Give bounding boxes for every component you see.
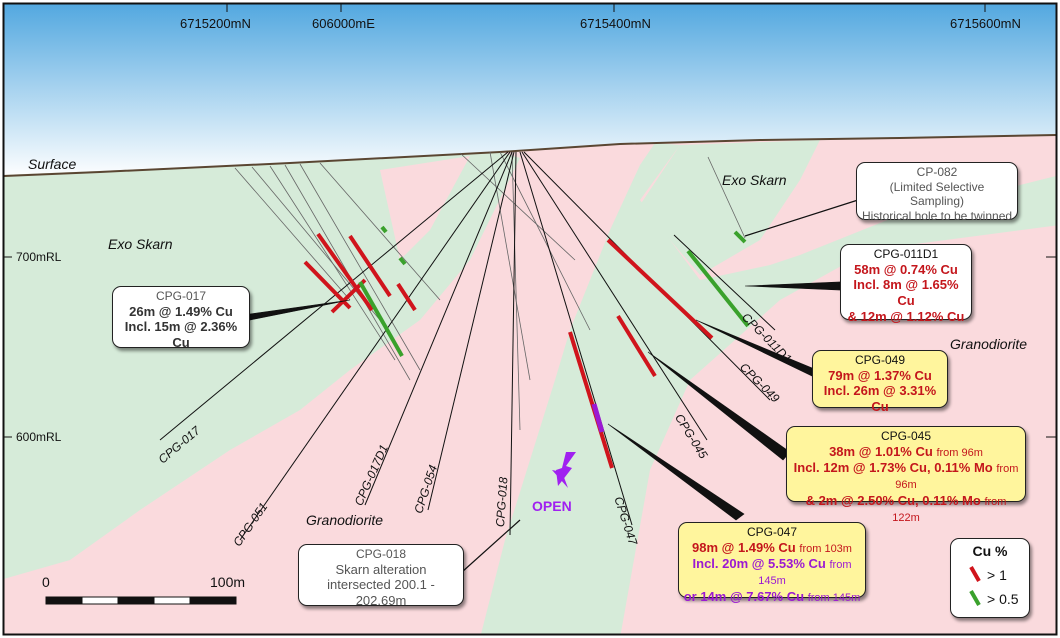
callout-title: CPG-017 xyxy=(155,289,207,303)
legend: Cu % > 1 > 0.5 xyxy=(950,538,1030,618)
cu-intercepts-high xyxy=(303,232,714,469)
callout-from: from 103m xyxy=(799,542,852,555)
exo-skarn-zone-right xyxy=(640,140,820,275)
granodiorite-wedge xyxy=(380,156,470,260)
cu-intercepts-low xyxy=(358,225,750,357)
callout-title: CP-082 xyxy=(916,165,958,179)
easting-label: 6715600mN xyxy=(950,16,1021,31)
exo-skarn-zone-centre xyxy=(481,143,1056,634)
frame-ticks xyxy=(4,4,1056,438)
callout-line: Incl. 26m @ 3.31% Cu xyxy=(823,383,937,415)
surface-label: Surface xyxy=(28,156,77,172)
callout-line: Historical hole to be twinned xyxy=(861,208,1013,223)
open-label: OPEN xyxy=(532,498,572,514)
callout-from: from 145m xyxy=(758,559,852,588)
callout-cpg-047: CPG-047 98m @ 1.49% Cu from 103m Incl. 2… xyxy=(678,522,866,604)
callout-line: Skarn alteration xyxy=(335,561,427,577)
surface-line xyxy=(4,134,1056,177)
callout-from: from 145m xyxy=(807,591,861,604)
callout-title: CPG-018 xyxy=(355,547,407,561)
callout-line: 98m @ 1.49% Cu xyxy=(692,539,796,555)
callout-line: (Limited Selective Sampling) xyxy=(889,179,985,209)
callout-title: CPG-045 xyxy=(880,429,932,443)
callout-title: CPG-011D1 xyxy=(873,247,939,261)
open-arrow-icon xyxy=(552,452,576,488)
callout-line: Incl. 12m @ 1.73% Cu, 0.11% Mo xyxy=(793,460,993,476)
callout-line: 38m @ 1.01% Cu xyxy=(829,443,933,459)
unit-label: Granodiorite xyxy=(950,336,1028,352)
callout-cpg-049: CPG-049 79m @ 1.37% Cu Incl. 26m @ 3.31%… xyxy=(812,350,948,414)
callout-line: Incl. 15m @ 2.36% Cu xyxy=(124,319,238,351)
elevation-label: 600mRL xyxy=(16,430,62,444)
callout-line: or 14m @ 7.67% Cu xyxy=(683,588,805,604)
unit-label: Exo Skarn xyxy=(108,236,173,252)
scale-zero-label: 0 xyxy=(42,574,50,590)
callout-line: & 2m @ 2.50% Cu, 0.11% Mo xyxy=(805,492,981,508)
callout-line: 58m @ 0.74% Cu xyxy=(854,261,958,277)
callout-from: from 96m xyxy=(895,463,1019,492)
easting-label: 6715400mN xyxy=(580,16,651,31)
unit-label: Exo Skarn xyxy=(722,172,787,188)
legend-item: > 0.5 xyxy=(987,591,1019,607)
callout-title: CPG-047 xyxy=(746,525,798,539)
callout-line: intersected 200.1 - 202.69m xyxy=(327,577,435,609)
callout-line: & 12m @ 1.12% Cu xyxy=(847,309,965,325)
callout-cpg-017: CPG-017 26m @ 1.49% Cu Incl. 15m @ 2.36%… xyxy=(112,286,250,351)
legend-swatch-high xyxy=(969,566,981,582)
legend-swatches xyxy=(969,566,981,606)
scale-bar xyxy=(45,596,237,605)
exo-skarn-zone-left xyxy=(4,152,520,579)
callout-title: CPG-049 xyxy=(854,353,906,367)
callout-from: from 122m xyxy=(892,495,1007,525)
callout-from: from 96m xyxy=(936,446,983,459)
unit-label: Granodiorite xyxy=(306,512,384,528)
callout-line: 79m @ 1.37% Cu xyxy=(828,367,932,383)
legend-item: > 1 xyxy=(987,567,1007,583)
cu-intercept-purple xyxy=(591,403,605,433)
callout-cpg-045: CPG-045 38m @ 1.01% Cu from 96m Incl. 12… xyxy=(786,426,1026,524)
easting-label: 6715200mN xyxy=(180,16,251,31)
callout-cpg-018: CPG-018 Skarn alteration intersected 200… xyxy=(298,544,464,609)
callout-line: Incl. 20m @ 5.53% Cu xyxy=(692,556,826,572)
easting-label: 606000mE xyxy=(312,16,375,31)
callout-leaders xyxy=(249,199,859,573)
callout-line: Incl. 8m @ 1.65% Cu xyxy=(853,277,959,309)
legend-swatch-low xyxy=(969,590,981,606)
callout-cpg-011d1: CPG-011D1 58m @ 0.74% Cu Incl. 8m @ 1.65… xyxy=(840,244,972,324)
elevation-label: 700mRL xyxy=(16,250,62,264)
scale-end-label: 100m xyxy=(210,574,246,590)
callout-line: 26m @ 1.49% Cu xyxy=(129,303,233,319)
callout-cp-082: CP-082 (Limited Selective Sampling) Hist… xyxy=(856,162,1018,223)
legend-title: Cu % xyxy=(972,543,1008,559)
